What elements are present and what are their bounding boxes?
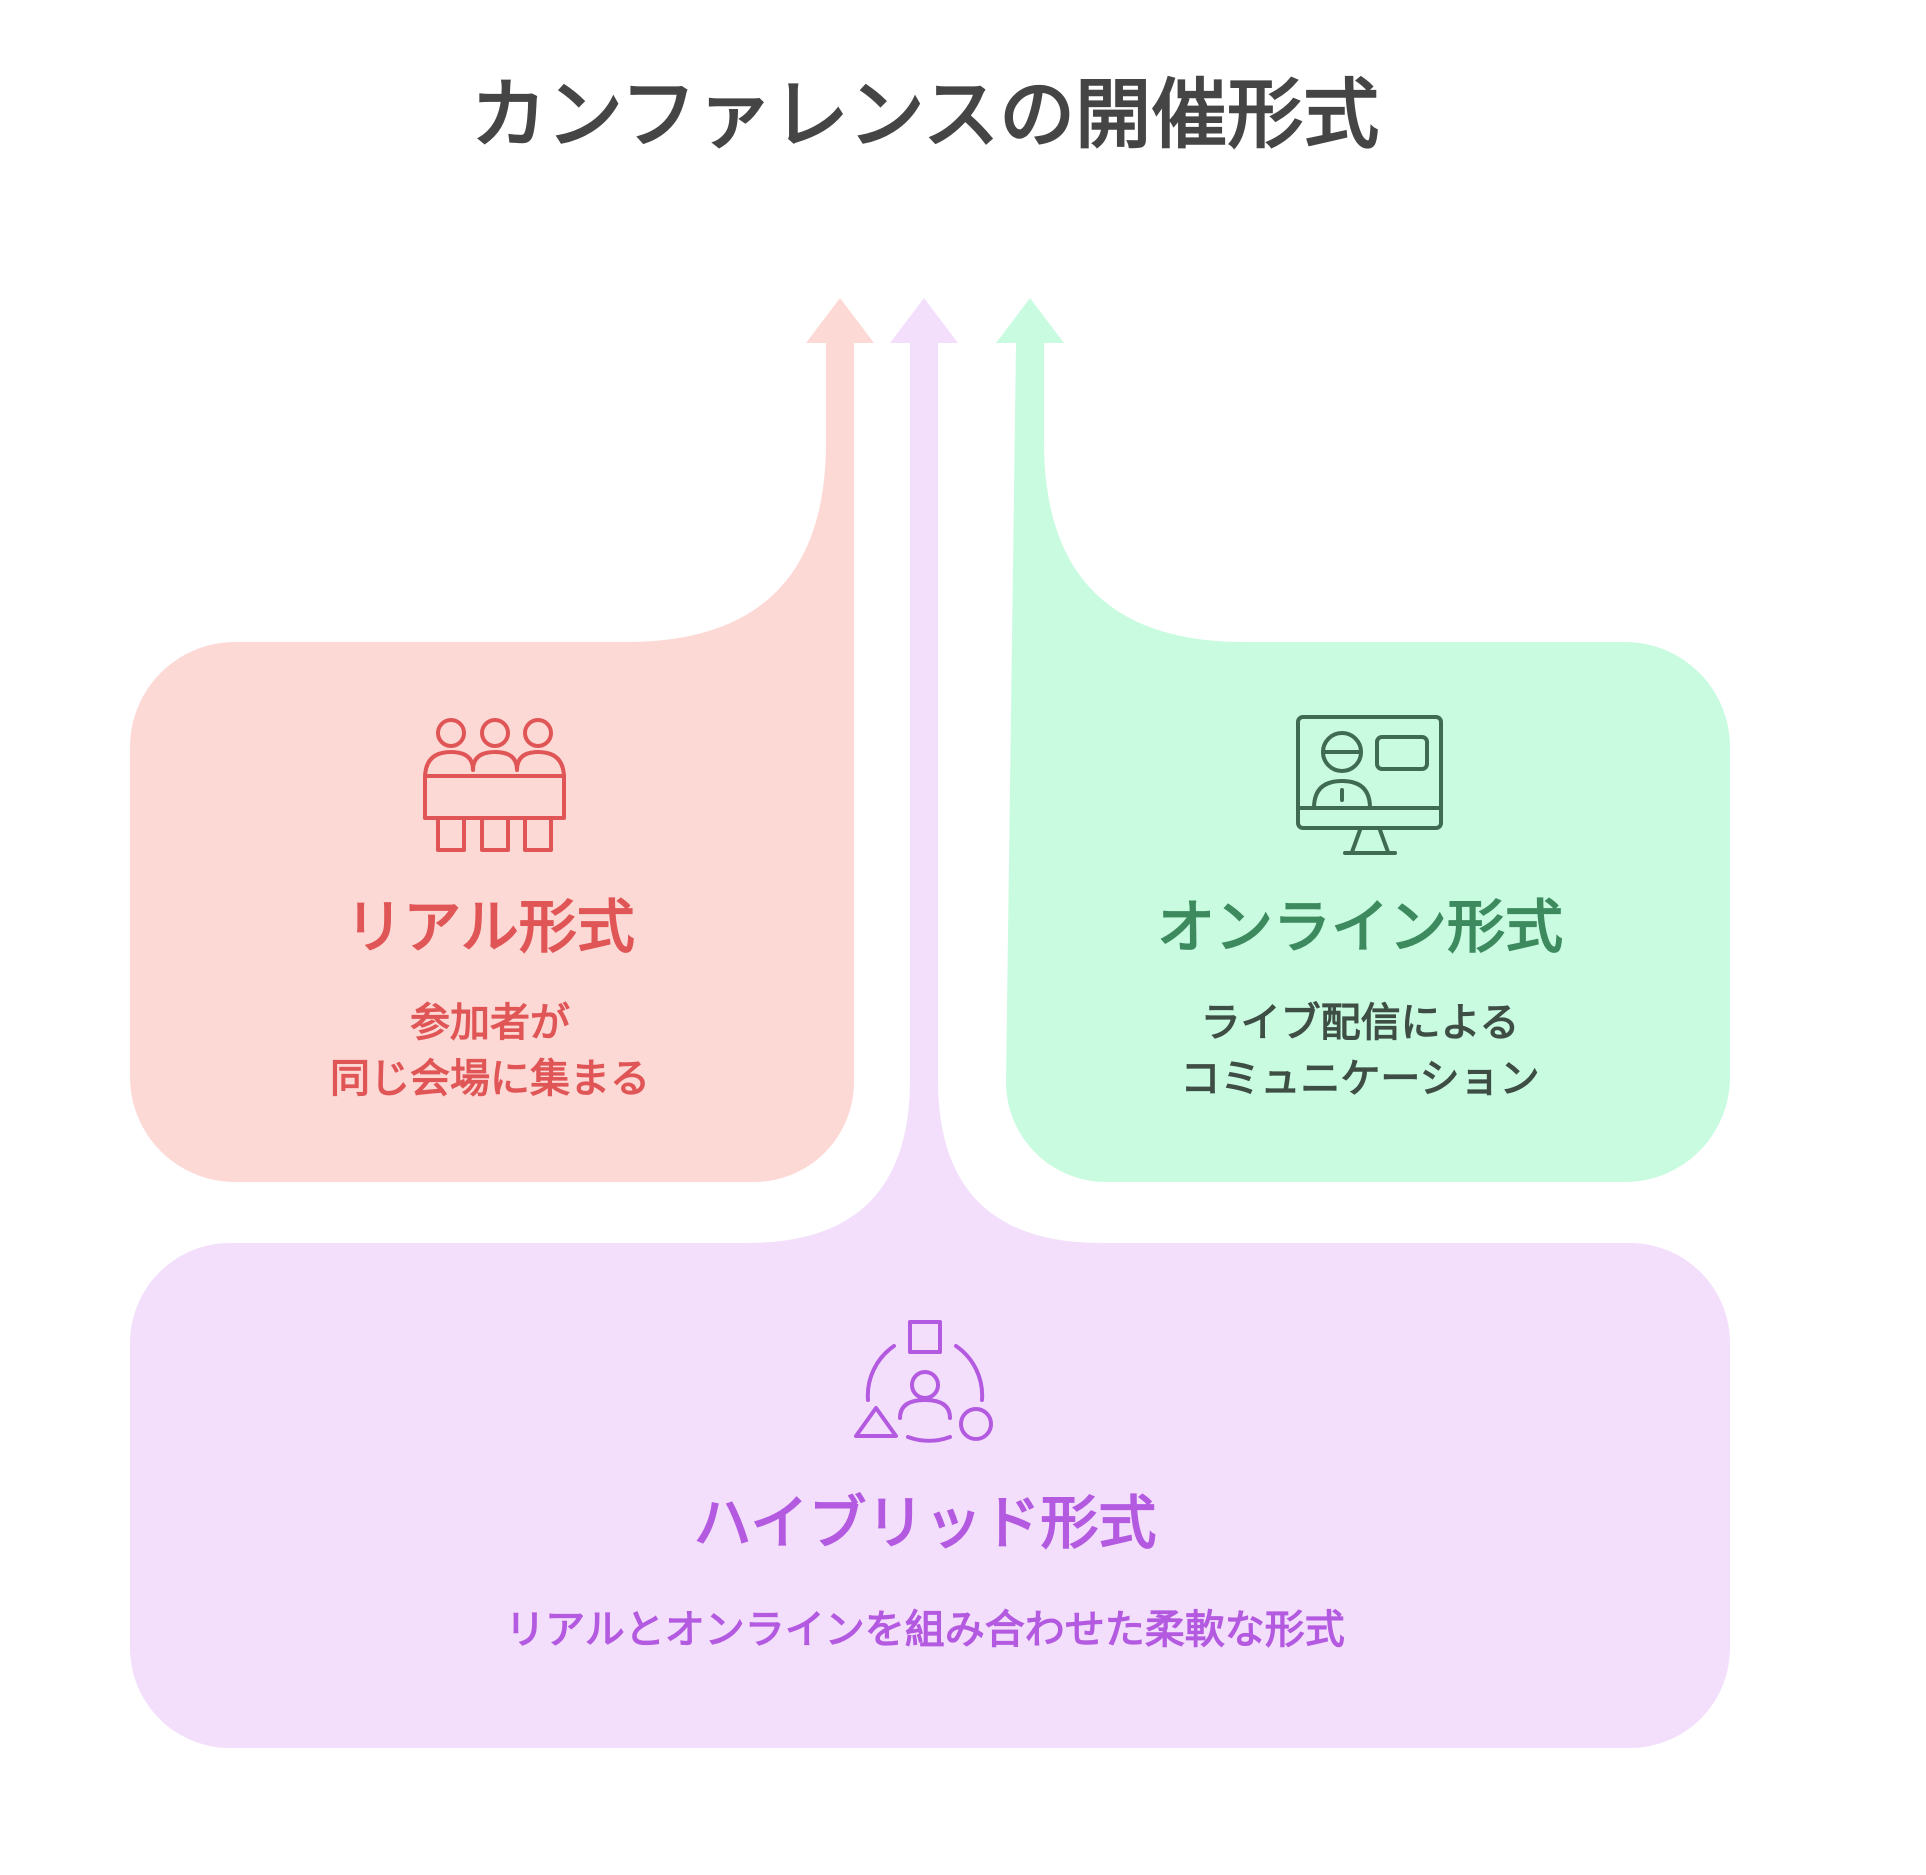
hybrid-format-title: ハイブリッド形式 [693, 1489, 1157, 1557]
audience-icon [423, 718, 566, 852]
real-format-title: リアル形式 [345, 893, 635, 961]
hybrid-format-description: リアルとオンラインを組み合わせた柔軟な形式 [505, 1607, 1345, 1653]
online-format-title: オンライン形式 [1156, 893, 1563, 961]
online-card-arrow-shape [996, 298, 1730, 1182]
real-card-arrow-shape [130, 298, 874, 1182]
real-format-description: 参加者が 同じ会場に集まる [330, 1000, 650, 1102]
video-call-monitor-icon [1296, 715, 1443, 855]
page-title: カンファレンスの開催形式 [470, 70, 1380, 159]
person-with-shapes-icon [854, 1320, 993, 1443]
online-format-description: ライブ配信による コミュニケーション [1180, 1000, 1540, 1102]
hybrid-card-arrow-shape [130, 298, 1730, 1748]
